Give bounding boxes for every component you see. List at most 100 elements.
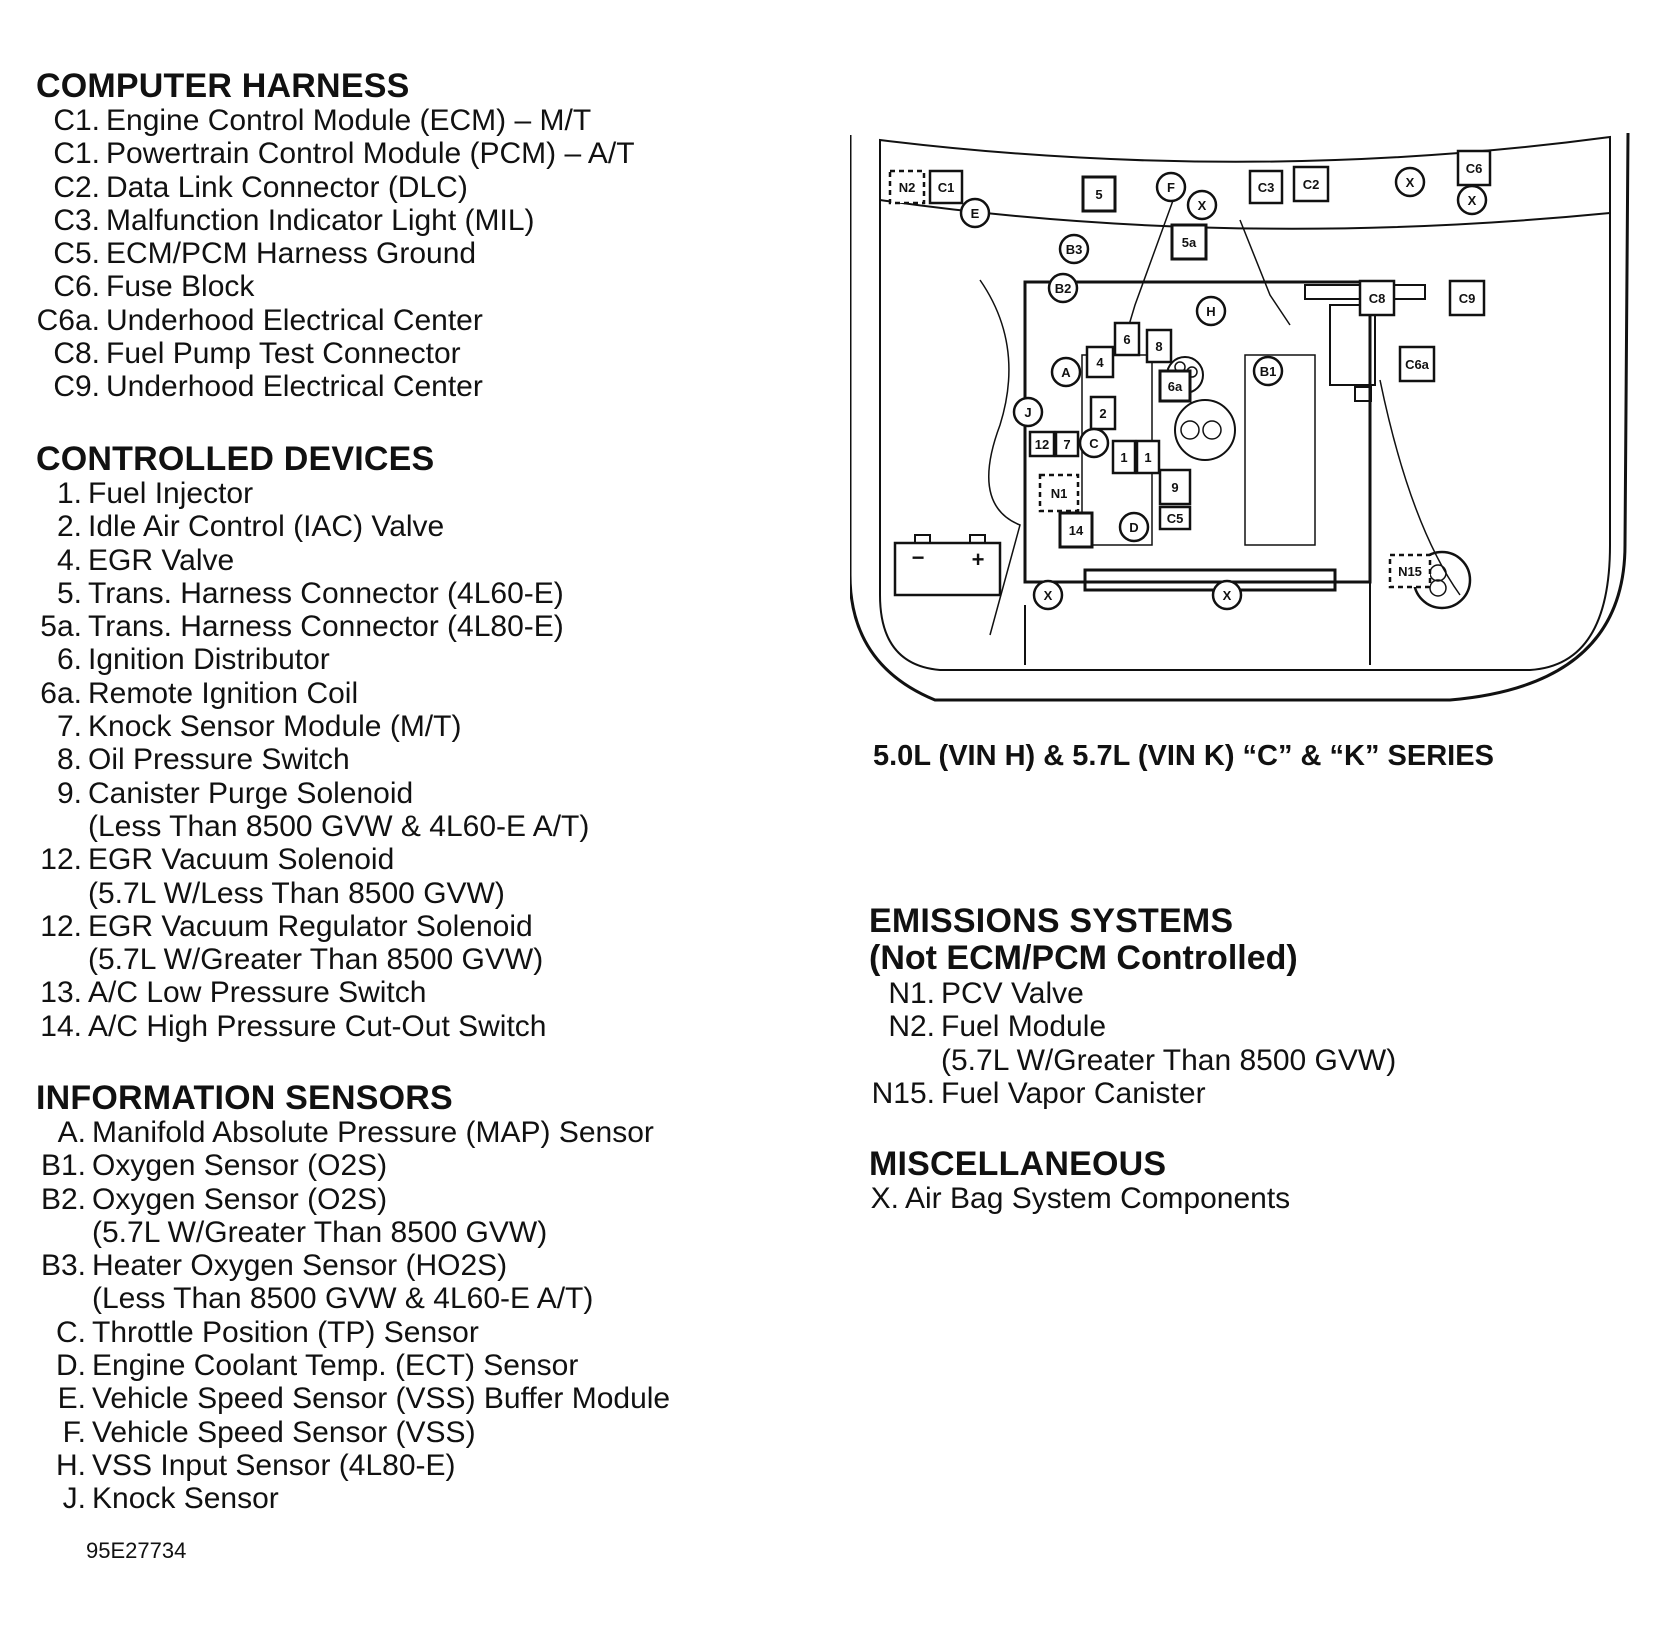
label-c6: C6 [1466, 161, 1483, 176]
label-12: 12 [1035, 437, 1049, 452]
label-4: 4 [1096, 355, 1104, 370]
emissions-title: EMISSIONS SYSTEMS [869, 902, 1234, 940]
legend-description: PCV Valve [941, 977, 1084, 1010]
label-c1: C1 [938, 180, 955, 195]
label-c9: C9 [1459, 291, 1476, 306]
label-b1: B1 [1260, 364, 1277, 379]
legend-item: C2.Data Link Connector (DLC) [36, 171, 635, 204]
label-f: F [1167, 180, 1175, 195]
legend-code: 9. [56, 776, 82, 810]
legend-item: 9.Canister Purge Solenoid [36, 777, 589, 810]
label-2: 2 [1099, 406, 1106, 421]
legend-item: F.Vehicle Speed Sensor (VSS) [36, 1416, 670, 1449]
legend-code: A. [57, 1116, 86, 1149]
right-bank [1244, 354, 1316, 546]
legend-description: Underhood Electrical Center [106, 303, 483, 337]
legend-item: B2.Oxygen Sensor (O2S) [36, 1183, 670, 1216]
legend-item: C.Throttle Position (TP) Sensor [36, 1316, 670, 1349]
legend-description: EGR Vacuum Solenoid [88, 843, 395, 877]
legend-item: E.Vehicle Speed Sensor (VSS) Buffer Modu… [36, 1382, 670, 1415]
legend-code: C5. [53, 237, 100, 271]
legend-code: 13. [40, 976, 82, 1010]
battery-minus: − [912, 545, 925, 570]
legend-code: C6. [53, 270, 100, 304]
legend-description: A/C Low Pressure Switch [88, 976, 427, 1010]
label-9: 9 [1171, 480, 1178, 495]
figure-reference: 95E27734 [86, 1538, 187, 1563]
information-sensors-title: INFORMATION SENSORS [36, 1079, 453, 1117]
legend-note: (5.7L W/Greater Than 8500 GVW) [92, 1215, 548, 1249]
legend-code: 6. [56, 643, 82, 677]
legend-item: C5.ECM/PCM Harness Ground [36, 237, 635, 270]
legend-code: N2. [888, 1010, 935, 1044]
legend-item: 6a.Remote Ignition Coil [36, 677, 589, 710]
radiator-support [1083, 568, 1337, 592]
engine-outline [1023, 280, 1372, 584]
legend-item: H.VSS Input Sensor (4L80-E) [36, 1449, 670, 1482]
legend-description: Fuel Pump Test Connector [106, 337, 461, 371]
legend-description: Knock Sensor [92, 1482, 279, 1516]
legend-code: N15. [871, 1076, 935, 1110]
sensor-base [1354, 386, 1372, 402]
legend-code: 14. [40, 1009, 82, 1043]
battery [893, 541, 1002, 597]
legend-item: 2.Idle Air Control (IAC) Valve [36, 510, 589, 543]
legend-description: Malfunction Indicator Light (MIL) [106, 203, 535, 237]
label-d: D [1129, 520, 1138, 535]
legend-code: 8. [56, 743, 82, 777]
label-e: E [971, 206, 980, 221]
legend-code: F. [62, 1415, 86, 1449]
label-x1: X [1198, 198, 1207, 213]
label-c: C [1089, 436, 1099, 451]
legend-description: Oxygen Sensor (O2S) [92, 1182, 388, 1216]
body-inner [879, 135, 1611, 671]
legend-description: Data Link Connector (DLC) [106, 170, 468, 204]
left-fender-curve [979, 279, 1021, 636]
legend-description: Manifold Absolute Pressure (MAP) Sensor [92, 1116, 654, 1149]
body-outline [850, 132, 1630, 702]
legend-code: C. [56, 1315, 86, 1349]
label-6a: 6a [1168, 379, 1183, 394]
legend-description: Ignition Distributor [88, 643, 330, 677]
miscellaneous-title: MISCELLANEOUS [869, 1145, 1167, 1183]
legend-description: Canister Purge Solenoid [88, 776, 414, 810]
battery-terminals [914, 534, 986, 543]
legend-code: 12. [40, 909, 82, 943]
battery-plus: + [972, 547, 985, 572]
emissions-section: EMISSIONS SYSTEMS (Not ECM/PCM Controlle… [869, 903, 1396, 1110]
legend-item: 12.EGR Vacuum Regulator Solenoid [36, 910, 589, 943]
legend-note: (Less Than 8500 GVW & 4L60-E A/T) [88, 809, 590, 843]
air-cleaner-post [1329, 304, 1376, 386]
legend-description: Air Bag System Components [905, 1182, 1291, 1215]
legend-item: 5a.Trans. Harness Connector (4L80-E) [36, 610, 589, 643]
legend-code: C1. [53, 137, 100, 171]
legend-description: Fuel Module [941, 1010, 1107, 1044]
legend-code: C6a. [36, 303, 100, 337]
computer-harness-title: COMPUTER HARNESS [36, 67, 410, 105]
legend-item: 12.EGR Vacuum Solenoid [36, 843, 589, 876]
legend-item: 4.EGR Valve [36, 544, 589, 577]
legend-description: Knock Sensor Module (M/T) [88, 710, 462, 744]
legend-code: C1. [53, 104, 100, 137]
legend-code: N1. [888, 977, 935, 1010]
miscellaneous-section: MISCELLANEOUS X.Air Bag System Component… [869, 1146, 1290, 1215]
label-h: H [1206, 304, 1215, 319]
legend-note: (5.7L W/Greater Than 8500 GVW) [941, 1043, 1397, 1077]
label-1b: 1 [1144, 450, 1151, 465]
legend-item: 1.Fuel Injector [36, 477, 589, 510]
label-7: 7 [1063, 437, 1070, 452]
legend-code: B3. [40, 1249, 86, 1283]
legend-code: B2. [40, 1182, 86, 1216]
label-c3: C3 [1258, 180, 1275, 195]
legend-description: EGR Vacuum Regulator Solenoid [88, 909, 533, 943]
label-8: 8 [1155, 339, 1162, 354]
label-n2: N2 [899, 180, 916, 195]
legend-description: Oxygen Sensor (O2S) [92, 1149, 388, 1183]
controlled-devices-title: CONTROLLED DEVICES [36, 440, 435, 478]
engine-compartment-diagram: N2 C1 5 C3 C2 C6 5a C8 C9 6 8 4 6a C6a 2… [850, 132, 1630, 702]
legend-code: J. [62, 1482, 86, 1516]
